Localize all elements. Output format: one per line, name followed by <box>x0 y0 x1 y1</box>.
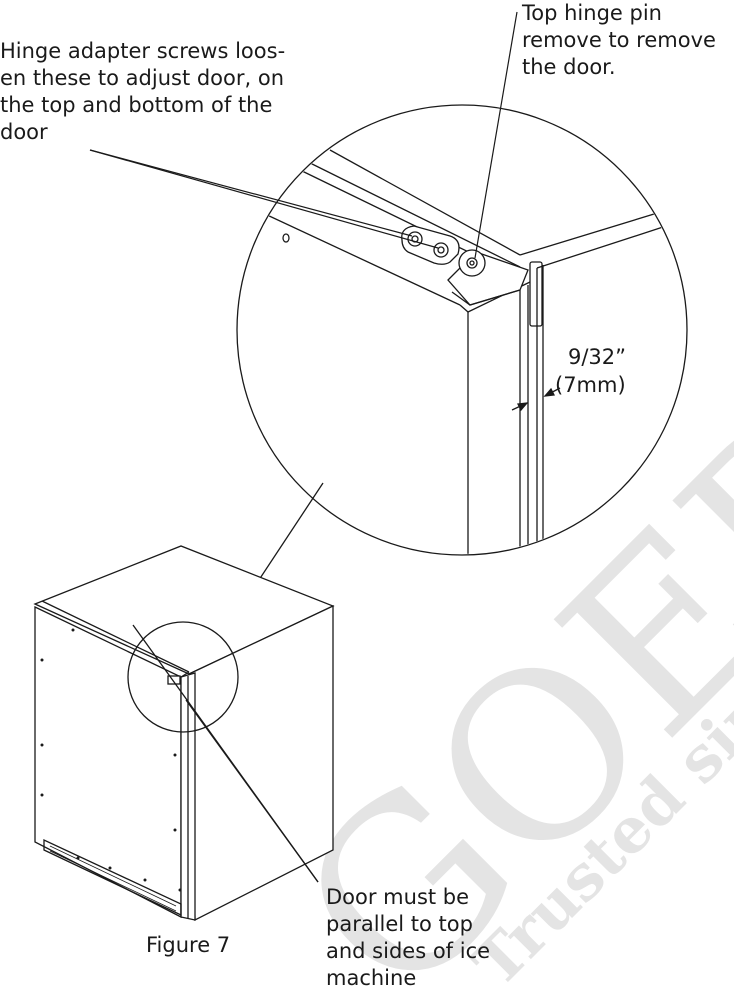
leader-top-hinge-pin <box>474 11 518 259</box>
leader-lines <box>89 11 518 259</box>
gap-dimension-metric: (7mm) <box>555 373 626 397</box>
kickplate-grille <box>43 838 182 917</box>
leader-hinge-screws-1 <box>89 149 413 237</box>
figure-caption: Figure 7 <box>146 933 231 957</box>
callout-top-hinge-pin: Top hinge pin remove to remove the door. <box>522 1 716 79</box>
ice-machine <box>33 545 335 922</box>
leader-door-parallel-2 <box>185 699 319 883</box>
leader-hinge-screws-2 <box>89 149 439 249</box>
callout-door-parallel: Door must be parallel to top and sides o… <box>326 885 491 990</box>
callout-hinge-screws: Hinge adapter screws loos- en these to a… <box>0 39 286 144</box>
gap-dimension-imperial: 9/32” <box>568 345 627 369</box>
detail-circle <box>236 104 688 556</box>
detail-zoom-circle <box>127 621 239 733</box>
